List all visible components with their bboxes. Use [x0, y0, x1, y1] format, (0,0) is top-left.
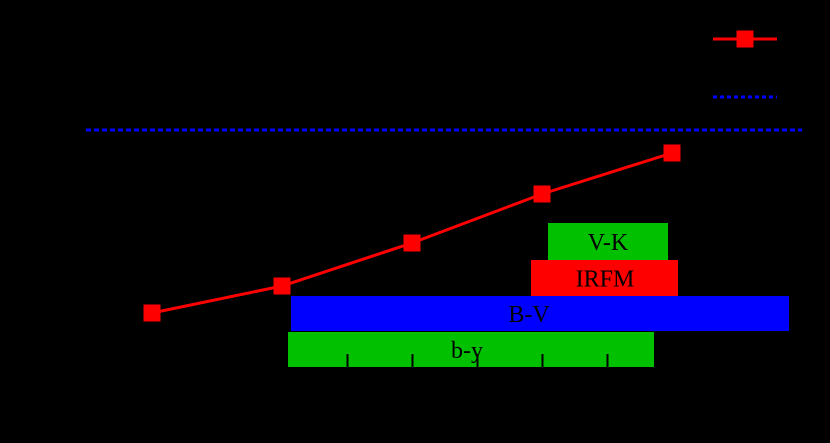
data-point-marker [273, 277, 291, 295]
legend-square-marker [736, 30, 754, 48]
range-bar-irfm [531, 260, 678, 296]
data-point-marker [533, 185, 551, 203]
range-bar-label-bv: B-V [508, 302, 550, 328]
range-bar-bv [291, 296, 789, 331]
data-point-marker [663, 144, 681, 162]
range-bar-by [288, 332, 654, 367]
range-bar-label-irfm: IRFM [576, 267, 635, 293]
data-point-marker [143, 304, 161, 322]
range-bar-label-vk: V-K [588, 230, 629, 256]
range-bar-vk [548, 223, 668, 260]
range-bar-label-by: b-y [451, 338, 483, 364]
data-point-marker [403, 234, 421, 252]
